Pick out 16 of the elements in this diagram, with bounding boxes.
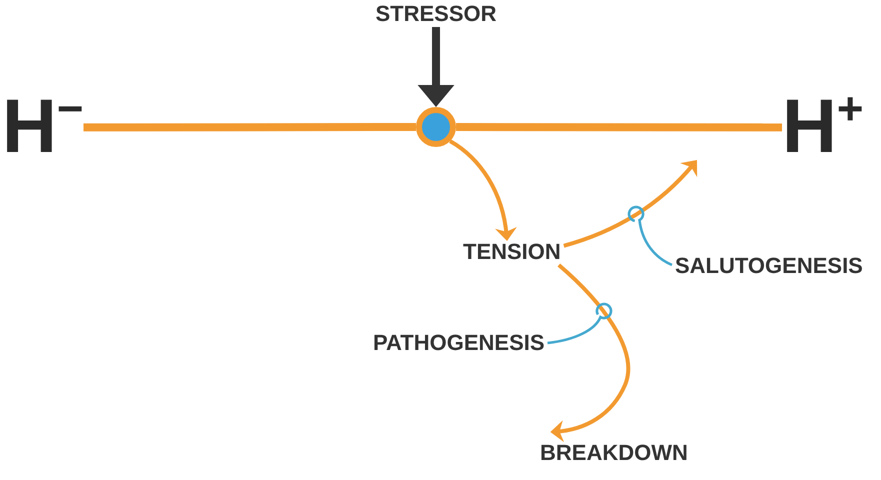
ring-dot-icon (416, 107, 456, 147)
stage-label: BREAKDOWN (540, 442, 688, 464)
stage-label: TENSION (463, 241, 561, 263)
curved-arrow (563, 160, 698, 248)
curved-arrow (449, 139, 517, 241)
leader-line (628, 206, 673, 266)
cause-label: STRESSOR (375, 3, 497, 25)
process-label: SALUTOGENESIS (675, 255, 863, 277)
leader-line (547, 302, 612, 344)
continuum-line (84, 123, 416, 132)
process-label: PATHOGENESIS (373, 332, 545, 354)
pole-label: H$^{−}$ (2, 97, 84, 158)
down-arrow (418, 27, 454, 108)
curved-arrow (550, 264, 630, 442)
pole-label: H$^{+}$ (782, 97, 864, 158)
continuum-line (456, 123, 782, 132)
